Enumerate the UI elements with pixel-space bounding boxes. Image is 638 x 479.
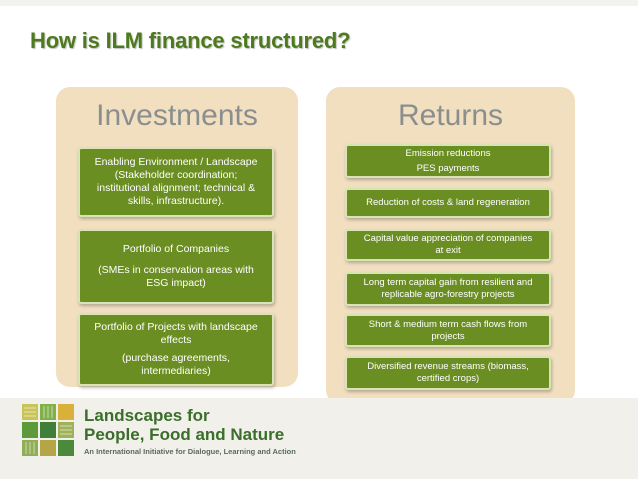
return-box-cash-flows: Short & medium term cash flows from proj… [345,314,551,347]
return-box-cost-reduction: Reduction of costs & land regeneration [345,188,551,218]
investment-box-title: Portfolio of Projects with landscape [94,321,258,333]
brand-name-line2: People, Food and Nature [84,425,285,444]
return-box-line: Diversified revenue streams (biomass, [367,361,529,372]
investment-box-line: ESG impact) [146,277,206,289]
investment-box-line: Enabling Environment / Landscape [94,156,258,168]
brand-name-line1: Landscapes for [84,406,210,425]
return-box-line: replicable agro-forestry projects [381,289,515,300]
investment-box-line: institutional alignment; technical & [96,182,256,194]
investment-box-enabling-environment: Enabling Environment / Landscape (Stakeh… [78,147,274,217]
footer-band [0,398,638,479]
returns-heading: Returns [397,99,504,132]
return-box-line: Capital value appreciation of companies [363,233,533,244]
return-box-line: projects [431,330,465,342]
top-accent-bar [0,0,638,6]
investment-box-line: (purchase agreements, [122,352,230,364]
return-box-capital-appreciation: Capital value appreciation of companies … [345,229,551,261]
investment-box-line: (Stakeholder coordination; [114,169,238,181]
investments-heading: Investments [96,99,258,132]
return-box-line: Reduction of costs & land regeneration [366,197,530,208]
investment-box-title: effects [160,334,192,346]
investment-box-portfolio-projects: Portfolio of Projects with landscape eff… [78,313,274,386]
return-box-line: Short & medium term cash flows from [368,318,528,330]
return-box-line: certified crops) [416,373,480,384]
brand-tagline: An International Initiative for Dialogue… [84,447,296,456]
investment-box-line: skills, infrastructure). [127,195,225,207]
return-box-long-term-gain: Long term capital gain from resilient an… [345,272,551,306]
slide-title: How is ILM finance structured? [30,28,351,53]
return-box-emission-pes: Emission reductions PES payments [345,144,551,178]
return-box-diversified-revenue: Diversified revenue streams (biomass, ce… [345,356,551,390]
landscapes-logo-icon [22,404,74,456]
investment-box-line: intermediaries) [141,365,211,377]
investment-box-title: Portfolio of Companies [122,243,230,255]
return-box-line: Emission reductions [405,147,491,159]
investment-box-portfolio-companies: Portfolio of Companies (SMEs in conserva… [78,229,274,304]
return-box-line: at exit [435,245,461,256]
investment-box-line: (SMEs in conservation areas with [98,264,254,276]
return-box-line: PES payments [416,162,480,174]
return-box-line: Long term capital gain from resilient an… [363,277,533,288]
